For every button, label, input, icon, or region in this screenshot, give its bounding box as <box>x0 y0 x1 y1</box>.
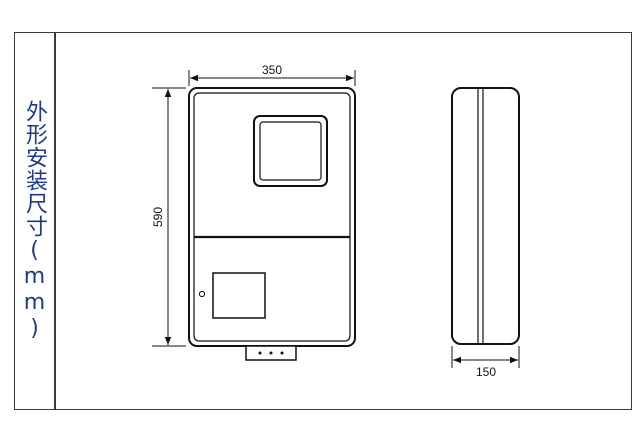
width-dimension: 350 <box>188 63 356 86</box>
drawing-frame <box>14 32 632 410</box>
side-title: 外形安装尺寸(mm) <box>22 100 47 342</box>
bracket-screw-2 <box>269 351 273 355</box>
front-inner-border <box>193 92 351 342</box>
lower-window <box>212 272 266 319</box>
depth-dimension: 150 <box>451 346 520 379</box>
side-outer-body <box>451 87 520 345</box>
side-view <box>451 87 520 345</box>
side-title-panel: 外形安装尺寸(mm) <box>14 32 54 410</box>
height-dimension: 590 <box>151 87 186 347</box>
width-label: 350 <box>262 63 282 77</box>
depth-label: 150 <box>476 365 496 379</box>
meter-window-inner <box>259 121 322 181</box>
lock-hole <box>198 290 206 298</box>
height-label: 590 <box>151 207 165 227</box>
front-view <box>188 87 356 361</box>
bracket-screw-3 <box>280 351 284 355</box>
bracket-screw-1 <box>258 351 262 355</box>
frame-divider <box>54 32 56 410</box>
